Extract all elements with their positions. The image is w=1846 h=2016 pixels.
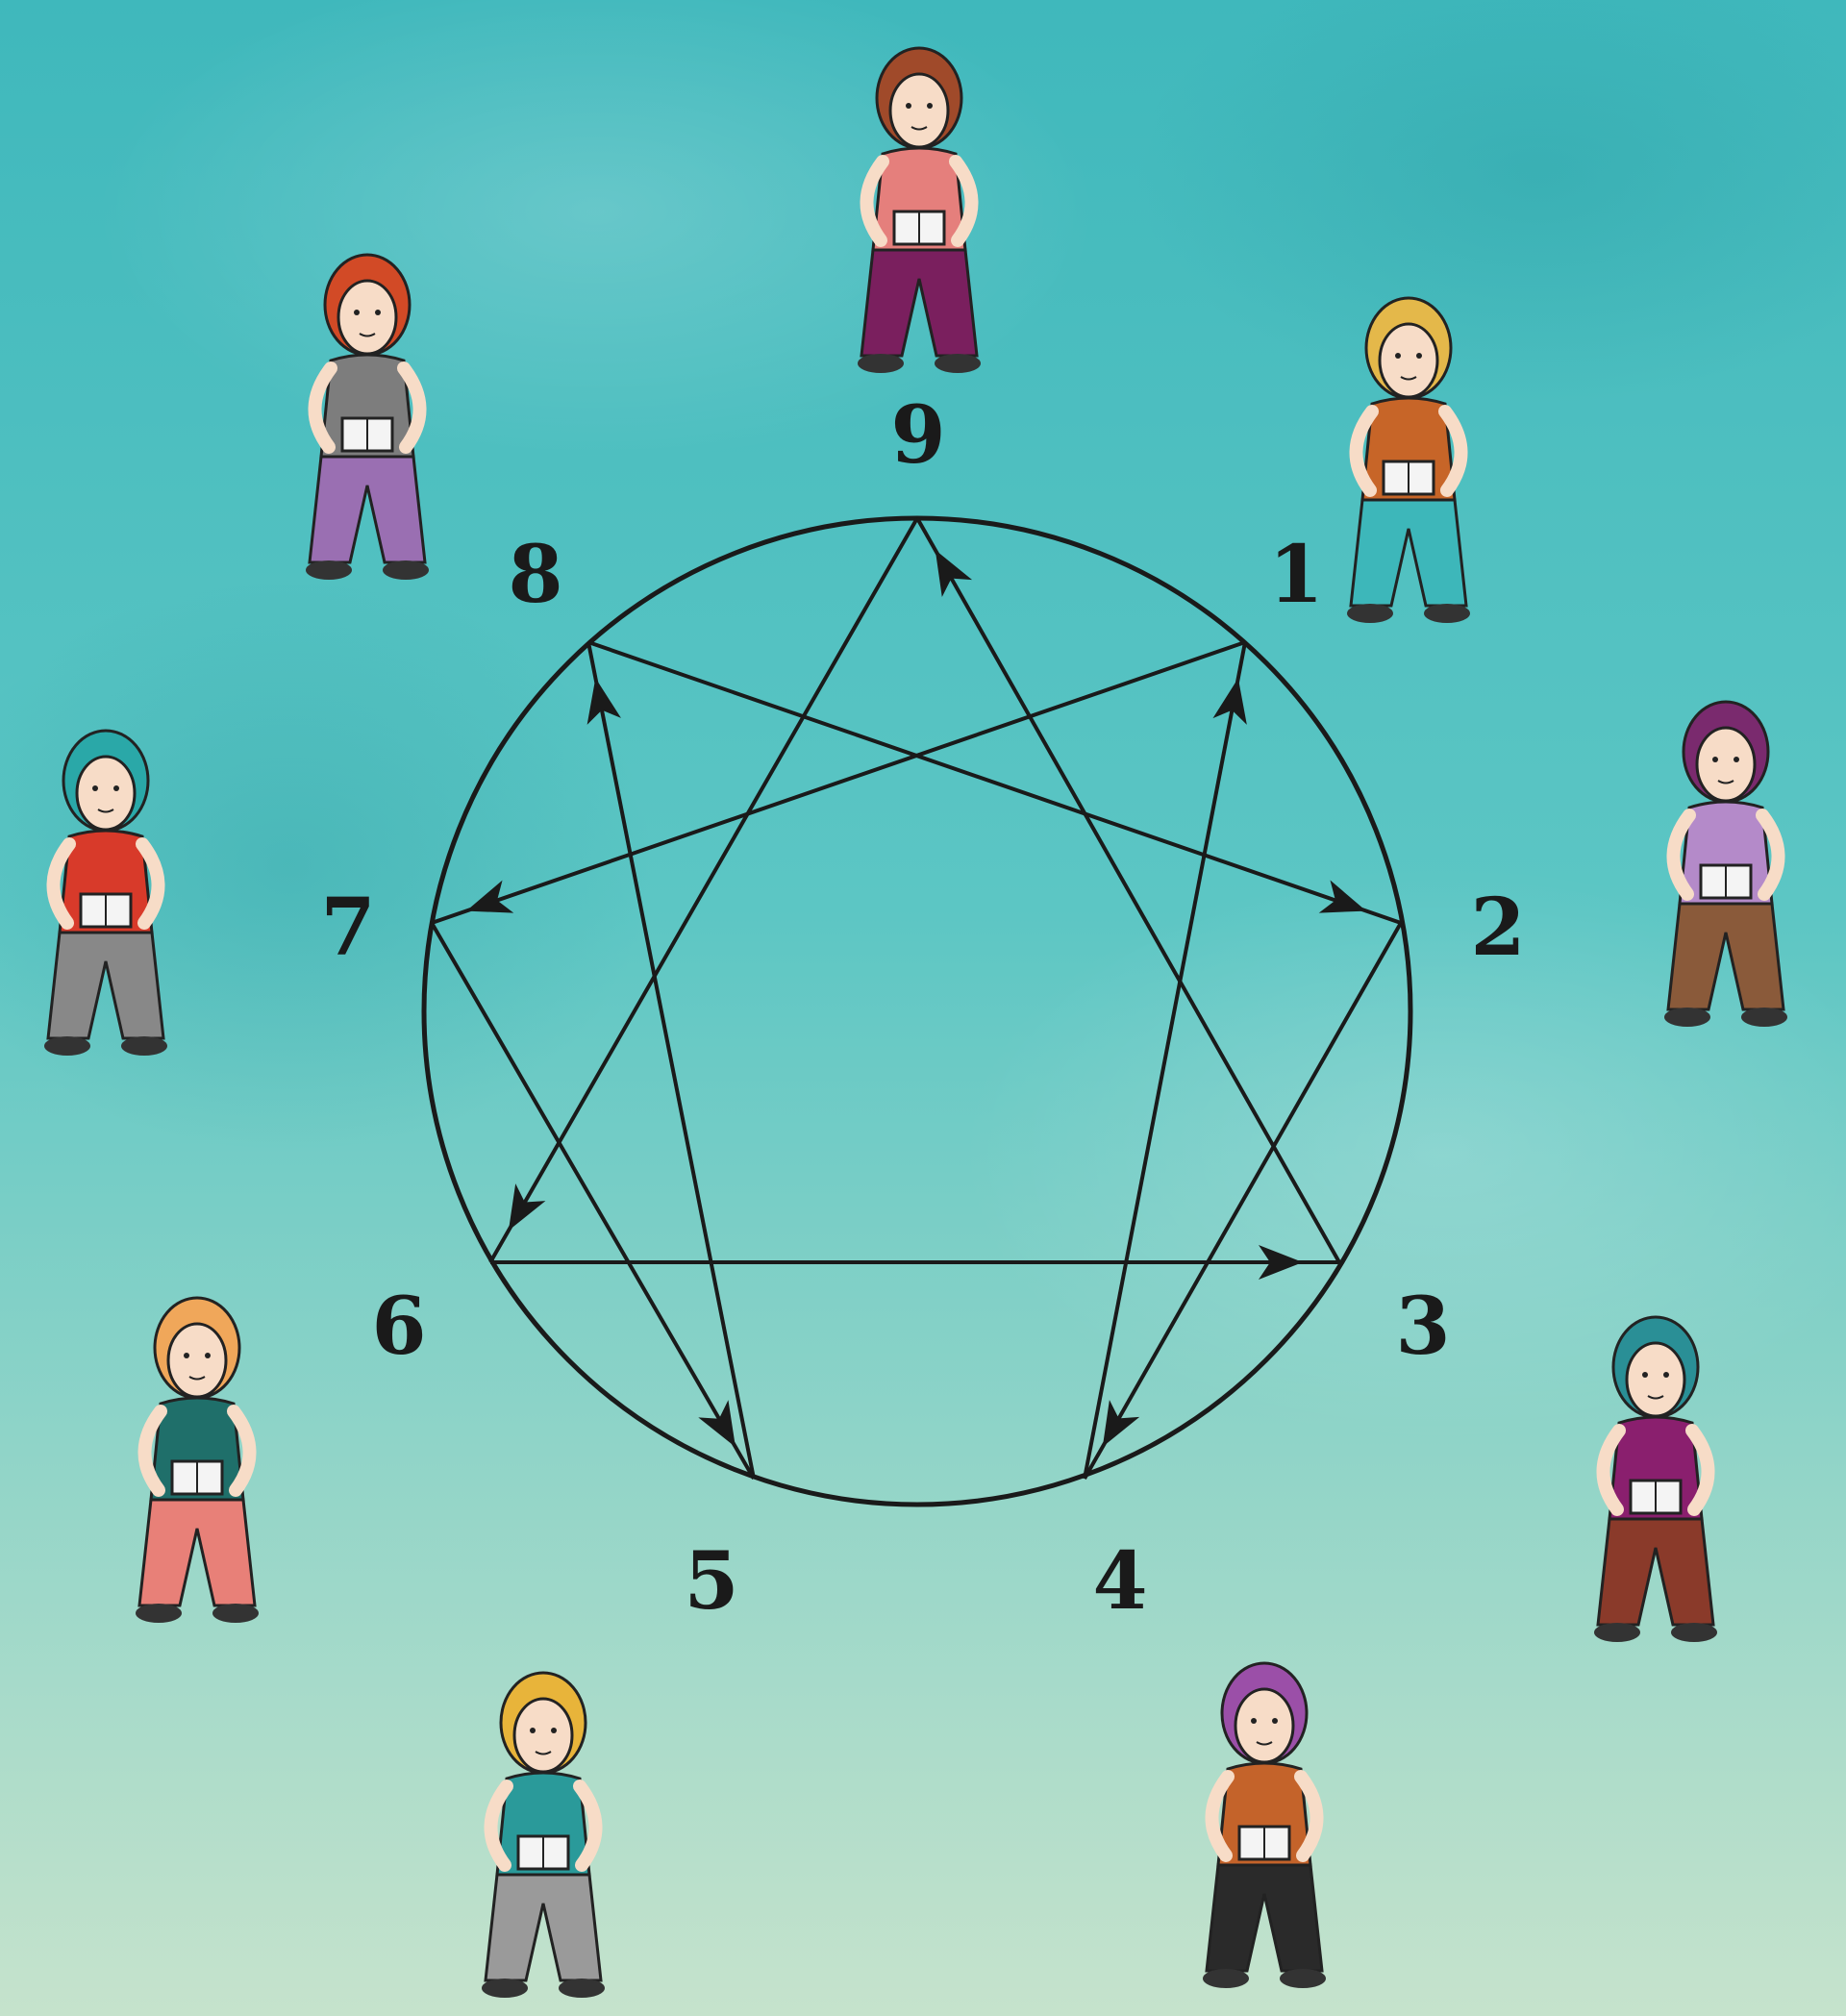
woman-walking-with-book-icon [44,731,167,1056]
woman-with-gift-icon [1664,702,1787,1027]
point-label-1: 1 [1268,529,1323,621]
woman-in-chair-with-coffee-icon [306,255,429,580]
point-label-6: 6 [371,1281,426,1373]
point-label-7: 7 [320,882,375,974]
point-label-9: 9 [890,389,945,482]
arrow-line-7-5 [432,923,754,1479]
woman-painting-with-brush-icon [1203,1663,1326,1988]
point-label-2: 2 [1470,882,1525,974]
woman-reading-cross-legged-icon [858,48,981,373]
enneagram-circle [424,518,1410,1505]
arrow-line-4-1 [1085,642,1245,1479]
arrow-lines [432,518,1401,1479]
point-label-3: 3 [1395,1281,1450,1373]
arrow-line-9-6 [490,518,917,1262]
woman-in-armchair-reading-icon [136,1298,259,1623]
point-label-5: 5 [684,1535,738,1628]
point-labels: 9 1 2 3 4 5 6 7 8 [320,389,1525,1628]
woman-dancing-with-scroll-icon [1594,1317,1717,1642]
arrow-line-3-9 [917,518,1339,1262]
point-label-8: 8 [508,529,562,621]
arrowhead-7-5 [698,1400,736,1447]
arrow-line-2-4 [1085,923,1401,1479]
arrowhead-9-6 [509,1183,546,1231]
point-label-4: 4 [1092,1535,1147,1628]
woman-writing-with-laptop-icon [482,1673,605,1998]
figure-illustrations [44,48,1787,1998]
woman-at-lectern-icon [1347,298,1470,623]
arrow-line-5-8 [588,642,754,1479]
arrowhead-3-9 [935,550,972,597]
arrowhead-2-4 [1103,1400,1139,1447]
